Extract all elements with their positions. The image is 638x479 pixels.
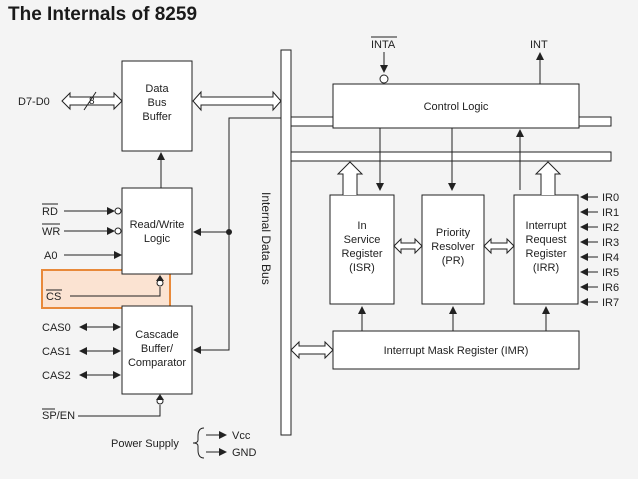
imr-label: Interrupt Mask Register (IMR) (384, 345, 529, 357)
rd-label: RD (42, 206, 58, 218)
power-supply-label: Power Supply (111, 438, 179, 450)
ir7-label: IR7 (602, 297, 619, 309)
sp-en-label: SP/EN (42, 410, 75, 422)
double-arrow-pr-irr (483, 237, 515, 255)
pr-line-2: Resolver (431, 241, 475, 253)
data-bus-buffer-line-3: Buffer (142, 111, 171, 123)
double-arrow-data-buffer-bus (192, 90, 282, 112)
isr-line-1: In (357, 220, 366, 232)
pr-line-1: Priority (436, 227, 471, 239)
ir5-label: IR5 (602, 267, 619, 279)
read-write-logic-block (121, 187, 193, 275)
arrow-to-cascade (193, 346, 201, 354)
cascade-line-2: Buffer/ (141, 343, 174, 355)
irr-block (513, 194, 579, 305)
d-bus-label: D7-D0 (18, 96, 50, 108)
irr-line-1: Interrupt (526, 220, 567, 232)
data-bus-buffer-line-1: Data (145, 83, 169, 95)
ir3-label: IR3 (602, 237, 619, 249)
ir1-label: IR1 (602, 207, 619, 219)
cs-arrow (156, 275, 164, 281)
isr-line-3: Register (342, 248, 383, 260)
inta-label: INTA (371, 39, 396, 51)
ir6-label: IR6 (602, 282, 619, 294)
power-brace (192, 427, 205, 459)
cascade-buffer-block (121, 305, 193, 395)
data-bus-buffer-block (121, 60, 193, 152)
cas1-label: CAS1 (42, 346, 71, 358)
bus-width-label: 8 (89, 96, 95, 107)
imr-block (332, 330, 580, 370)
ir0-label: IR0 (602, 192, 619, 204)
hollow-arrow-isr-up (336, 161, 364, 195)
int-label: INT (530, 39, 548, 51)
isr-block (329, 194, 395, 305)
cas2-label: CAS2 (42, 370, 71, 382)
read-write-logic-line-1: Read/Write (130, 219, 185, 231)
sp-en-arrow (156, 394, 164, 400)
isr-line-4: (ISR) (349, 262, 375, 274)
junction-dot (226, 229, 232, 235)
horizontal-bus-middle (290, 151, 612, 162)
wire-cs (70, 287, 161, 297)
double-arrow-bus-imr (290, 340, 334, 360)
cs-highlight-box (41, 269, 171, 309)
hollow-arrow-irr-up (534, 161, 562, 195)
internal-data-bus (280, 49, 292, 436)
page-title: The Internals of 8259 (8, 4, 198, 25)
cascade-line-3: Comparator (128, 357, 186, 369)
ir2-label: IR2 (602, 222, 619, 234)
wr-bubble (114, 227, 122, 235)
isr-line-2: Service (344, 234, 381, 246)
pr-line-3: (PR) (442, 255, 465, 267)
irr-line-3: Register (526, 248, 567, 260)
irr-line-2: Request (526, 234, 567, 246)
control-logic-label: Control Logic (424, 101, 489, 113)
cas0-label: CAS0 (42, 322, 71, 334)
control-logic-block (332, 83, 580, 129)
double-arrow-isr-pr (393, 237, 423, 255)
data-bus-buffer-line-2: Bus (148, 97, 167, 109)
ir4-label: IR4 (602, 252, 619, 264)
read-write-logic-line-2: Logic (144, 233, 171, 245)
a0-label: A0 (44, 250, 57, 262)
irr-line-4: (IRR) (533, 262, 559, 274)
wire-sp-en (78, 405, 161, 417)
wr-label: WR (42, 226, 60, 238)
gnd-label: GND (232, 447, 257, 459)
inta-bubble (379, 74, 389, 84)
cs-label: CS (46, 291, 61, 303)
bus-width-slash (83, 91, 97, 111)
internal-data-bus-label: Internal Data Bus (259, 192, 273, 285)
double-arrow-d-bus (61, 91, 123, 111)
rd-bubble (114, 207, 122, 215)
vcc-label: Vcc (232, 430, 251, 442)
cascade-line-1: Cascade (135, 329, 178, 341)
priority-resolver-block (421, 194, 485, 305)
